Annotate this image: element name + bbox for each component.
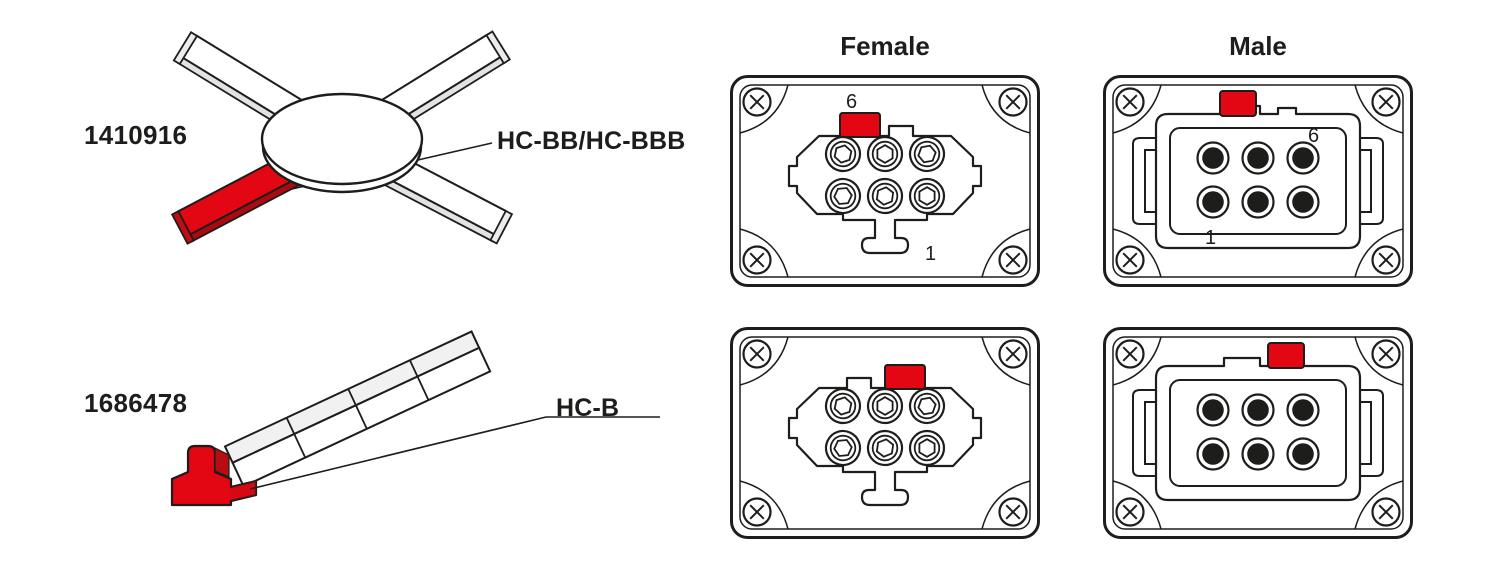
part-number-coding-strip: 1686478: [84, 388, 188, 418]
coding-cross-illustration: [170, 30, 514, 245]
leader-line-hc-b: [249, 416, 660, 490]
male-pin-6-label: 6: [1308, 125, 1320, 147]
red-coding-profile: [170, 444, 258, 507]
red-coding-tab: [1219, 90, 1257, 117]
column-header-female: Female: [840, 31, 930, 61]
male-pin-1-label: 1: [1205, 227, 1217, 249]
connector-female-bottom: [732, 329, 1039, 538]
red-coding-tab: [884, 364, 926, 390]
connector-male-top: [1105, 77, 1412, 286]
column-header-male: Male: [1229, 31, 1287, 61]
female-pin-6-label: 6: [846, 91, 858, 113]
part-number-coding-cross: 1410916: [84, 120, 188, 150]
connector-male-bottom: [1105, 329, 1412, 538]
part-label-hc-bb: HC-BB/HC-BBB: [497, 127, 686, 155]
red-coding-tab: [1267, 342, 1305, 369]
connector-female-top: [732, 77, 1039, 286]
red-coding-tab: [839, 112, 881, 138]
female-pin-1-label: 1: [925, 243, 937, 265]
disc: [260, 92, 424, 186]
part-label-hc-b: HC-B: [556, 394, 620, 422]
coding-strip-illustration: [170, 330, 660, 507]
